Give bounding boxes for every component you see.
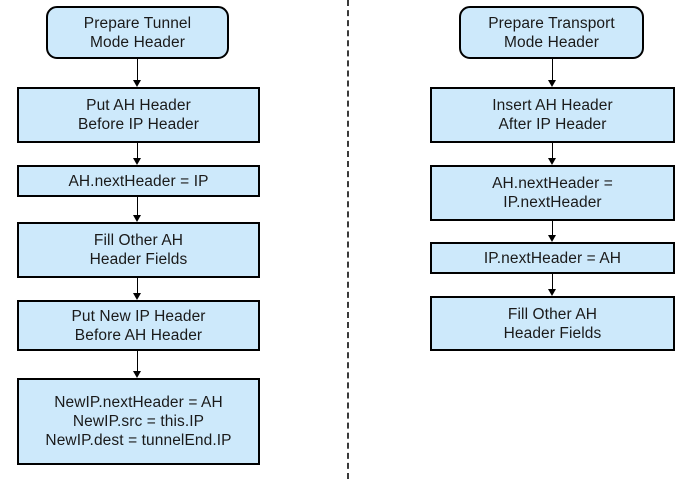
flow-node-label: After IP Header	[498, 116, 607, 133]
arrow-down-icon	[133, 158, 141, 165]
flow-connector-tunnel-arrow-5	[137, 351, 138, 372]
flow-node-label: Mode Header	[89, 33, 186, 51]
flow-connector-tunnel-arrow-3	[137, 197, 138, 216]
flow-node-label: Fill Other AH	[93, 232, 184, 249]
arrow-down-icon	[133, 80, 141, 87]
flow-connector-transport-arrow-2	[552, 143, 553, 159]
flow-node-label: Fill Other AH	[507, 305, 598, 323]
flow-node-label: AH.nextHeader =	[492, 175, 613, 192]
flow-node-label: Put AH Header	[86, 97, 191, 114]
flow-connector-tunnel-arrow-1	[137, 59, 138, 81]
flow-node-label: NewIP.dest = tunnelEnd.IP	[45, 432, 232, 449]
flow-connector-transport-arrow-4	[552, 274, 553, 290]
flow-node-label: Put New IP Header	[71, 307, 206, 325]
flow-node-transport-step-3[interactable]: IP.nextHeader = AH	[430, 242, 675, 274]
flow-node-label: Prepare Tunnel	[83, 14, 192, 32]
flow-node-tunnel-step-5[interactable]: NewIP.nextHeader = AH NewIP.src = this.IP…	[17, 378, 260, 465]
flow-node-label: NewIP.nextHeader = AH	[54, 394, 223, 411]
flow-node-label: Header Fields	[89, 251, 188, 268]
flow-node-label: Prepare Transport	[488, 14, 615, 32]
arrow-down-icon	[133, 293, 141, 300]
flow-node-tunnel-step-3[interactable]: Fill Other AH Header Fields	[17, 222, 260, 278]
flow-connector-transport-arrow-3	[552, 221, 553, 236]
flow-node-label: Insert AH Header	[492, 97, 613, 114]
arrow-down-icon	[548, 235, 556, 242]
flow-node-label: Header Fields	[503, 324, 602, 342]
flow-node-label: IP.nextHeader	[503, 194, 602, 211]
flow-connector-transport-arrow-1	[552, 59, 553, 81]
flow-node-transport-step-2[interactable]: AH.nextHeader = IP.nextHeader	[430, 165, 675, 221]
arrow-down-icon	[548, 289, 556, 296]
flow-connector-tunnel-arrow-4	[137, 278, 138, 294]
flow-node-tunnel-step-2[interactable]: AH.nextHeader = IP	[17, 165, 260, 197]
arrow-down-icon	[548, 158, 556, 165]
arrow-down-icon	[133, 371, 141, 378]
arrow-down-icon	[133, 215, 141, 222]
flow-node-label: Before AH Header	[74, 326, 203, 344]
arrow-down-icon	[548, 80, 556, 87]
column-divider	[347, 0, 349, 479]
flow-node-label: NewIP.src = this.IP	[72, 413, 205, 430]
flow-connector-tunnel-arrow-2	[137, 143, 138, 159]
flow-node-label: Mode Header	[503, 33, 600, 51]
flow-node-label: IP.nextHeader = AH	[483, 249, 622, 267]
flow-node-label: Before IP Header	[77, 116, 200, 133]
flow-node-label: AH.nextHeader = IP	[68, 172, 209, 190]
